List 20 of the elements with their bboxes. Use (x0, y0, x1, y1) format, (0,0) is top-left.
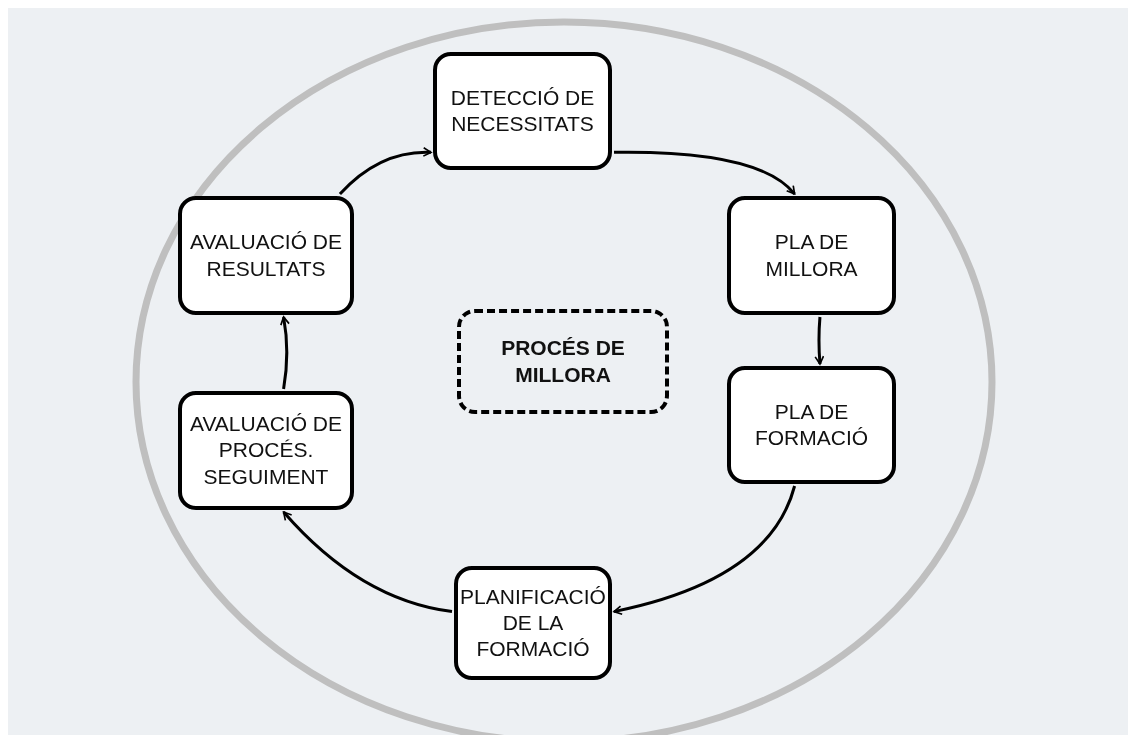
box-label: AVALUACIÓ DE PROCÉS. SEGUIMENT (188, 411, 344, 490)
box-label: AVALUACIÓ DE RESULTATS (188, 229, 344, 282)
box-label: DETECCIÓ DE NECESSITATS (449, 84, 596, 137)
box-label: PROCÉS DE MILLORA (500, 335, 626, 388)
box-label: PLANIFICACIÓ DE LA FORMACIÓ (460, 583, 606, 663)
arrow (282, 511, 453, 614)
arrow (338, 147, 432, 196)
box-label: PLA DE MILLORA (764, 229, 859, 282)
process-box (178, 391, 354, 510)
arrow (614, 150, 796, 196)
process-box (727, 366, 896, 484)
arrow (279, 316, 290, 390)
process-box (433, 52, 612, 170)
process-box (454, 566, 612, 680)
arrow (613, 485, 797, 615)
arrow (814, 316, 825, 365)
process-box (727, 196, 896, 315)
box-label: PLA DE FORMACIÓ (753, 398, 870, 451)
process-box (178, 196, 354, 315)
central-dashed-box (457, 309, 669, 414)
